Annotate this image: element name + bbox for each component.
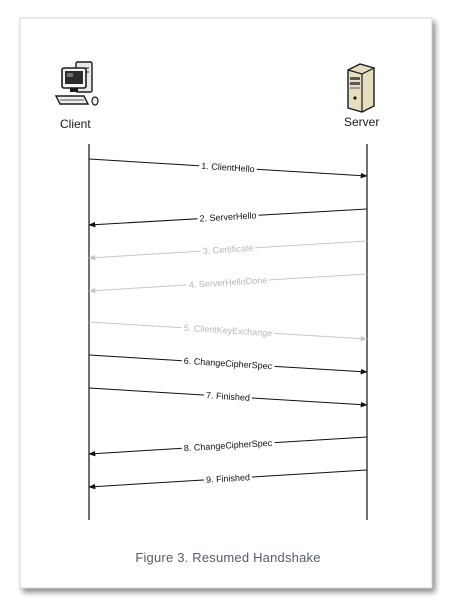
desktop-computer-icon xyxy=(54,61,99,106)
message-label: 9. Finished xyxy=(206,472,251,485)
message-arrows: 1. ClientHello 2. ServerHello 3. Certifica… xyxy=(88,158,368,490)
message-label-background xyxy=(203,390,253,403)
figure-caption: Figure 3. Resumed Handshake xyxy=(135,550,321,565)
message-label: 3. Certificate xyxy=(202,243,253,256)
message-label-background xyxy=(200,242,256,257)
server-label: Server xyxy=(344,115,380,129)
message-label: 2. ServerHello xyxy=(199,210,257,223)
message-label-background xyxy=(181,437,275,454)
message-label: 4. ServerHelloDone xyxy=(188,275,267,290)
message-label: 7. Finished xyxy=(206,390,251,403)
message-label-background xyxy=(203,472,253,485)
message-label: 1. ClientHello xyxy=(201,161,255,174)
message-label-background xyxy=(198,160,258,175)
client-label: Client xyxy=(60,117,91,131)
message-label-background xyxy=(181,322,275,339)
message-label-background xyxy=(181,355,275,372)
message-label-background xyxy=(186,274,270,291)
server-tower-icon xyxy=(347,63,375,113)
message-label-background xyxy=(197,210,259,224)
